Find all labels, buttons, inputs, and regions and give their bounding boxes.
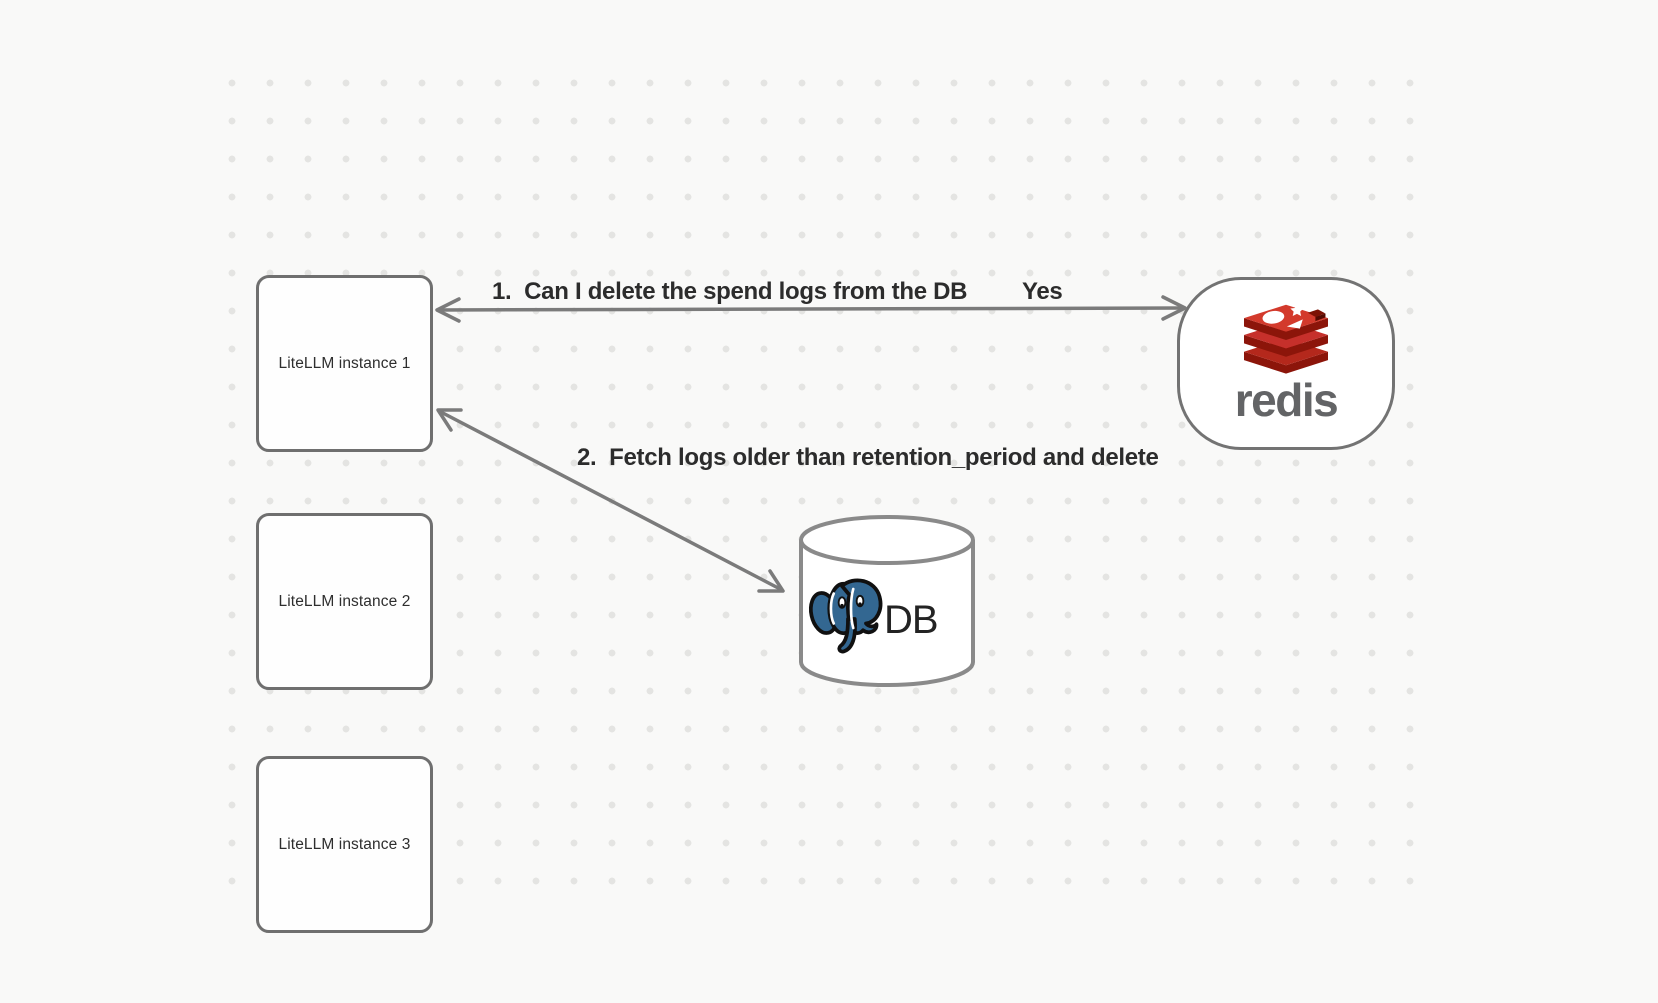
litellm-instance-2-node: LiteLLM instance 2 — [256, 513, 433, 690]
arrow1-label: 1. Can I delete the spend logs from the … — [492, 278, 968, 305]
redis-node: redis — [1177, 277, 1395, 450]
redis-logo-icon — [1244, 304, 1328, 374]
litellm-instance-3-label: LiteLLM instance 3 — [278, 835, 411, 853]
db-cylinder-node — [799, 515, 975, 687]
arrow2-label: 2. Fetch logs older than retention_perio… — [577, 444, 1159, 471]
arrow1-answer-label: Yes — [1022, 278, 1063, 305]
litellm-instance-1-node: LiteLLM instance 1 — [256, 275, 433, 452]
litellm-instance-2-label: LiteLLM instance 2 — [278, 592, 411, 610]
postgres-elephant-icon — [808, 578, 883, 654]
db-label: DB — [884, 598, 939, 642]
litellm-instance-3-node: LiteLLM instance 3 — [256, 756, 433, 933]
arrow-instance1-db — [436, 408, 785, 593]
litellm-instance-1-label: LiteLLM instance 1 — [278, 354, 411, 372]
redis-wordmark: redis — [1234, 374, 1339, 426]
